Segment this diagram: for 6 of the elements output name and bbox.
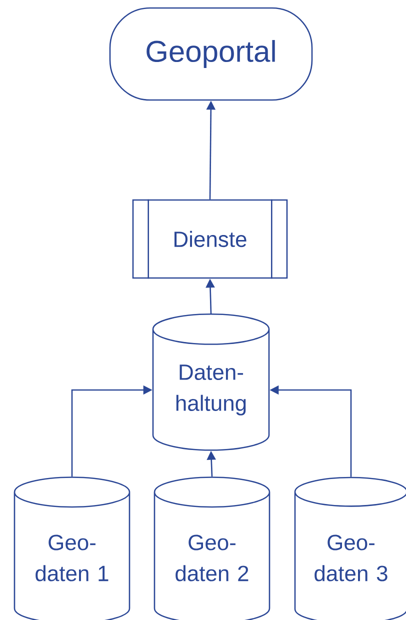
database-cylinder: Geo- daten 1 [14,476,130,620]
database-cylinder: Daten- haltung [152,314,270,451]
terminal-box: Geoportal [109,7,313,101]
database-cylinder: Geo- daten 3 [294,476,406,620]
process-box: Dienste [132,199,288,279]
database-cylinder: Geo- daten 2 [154,476,270,620]
